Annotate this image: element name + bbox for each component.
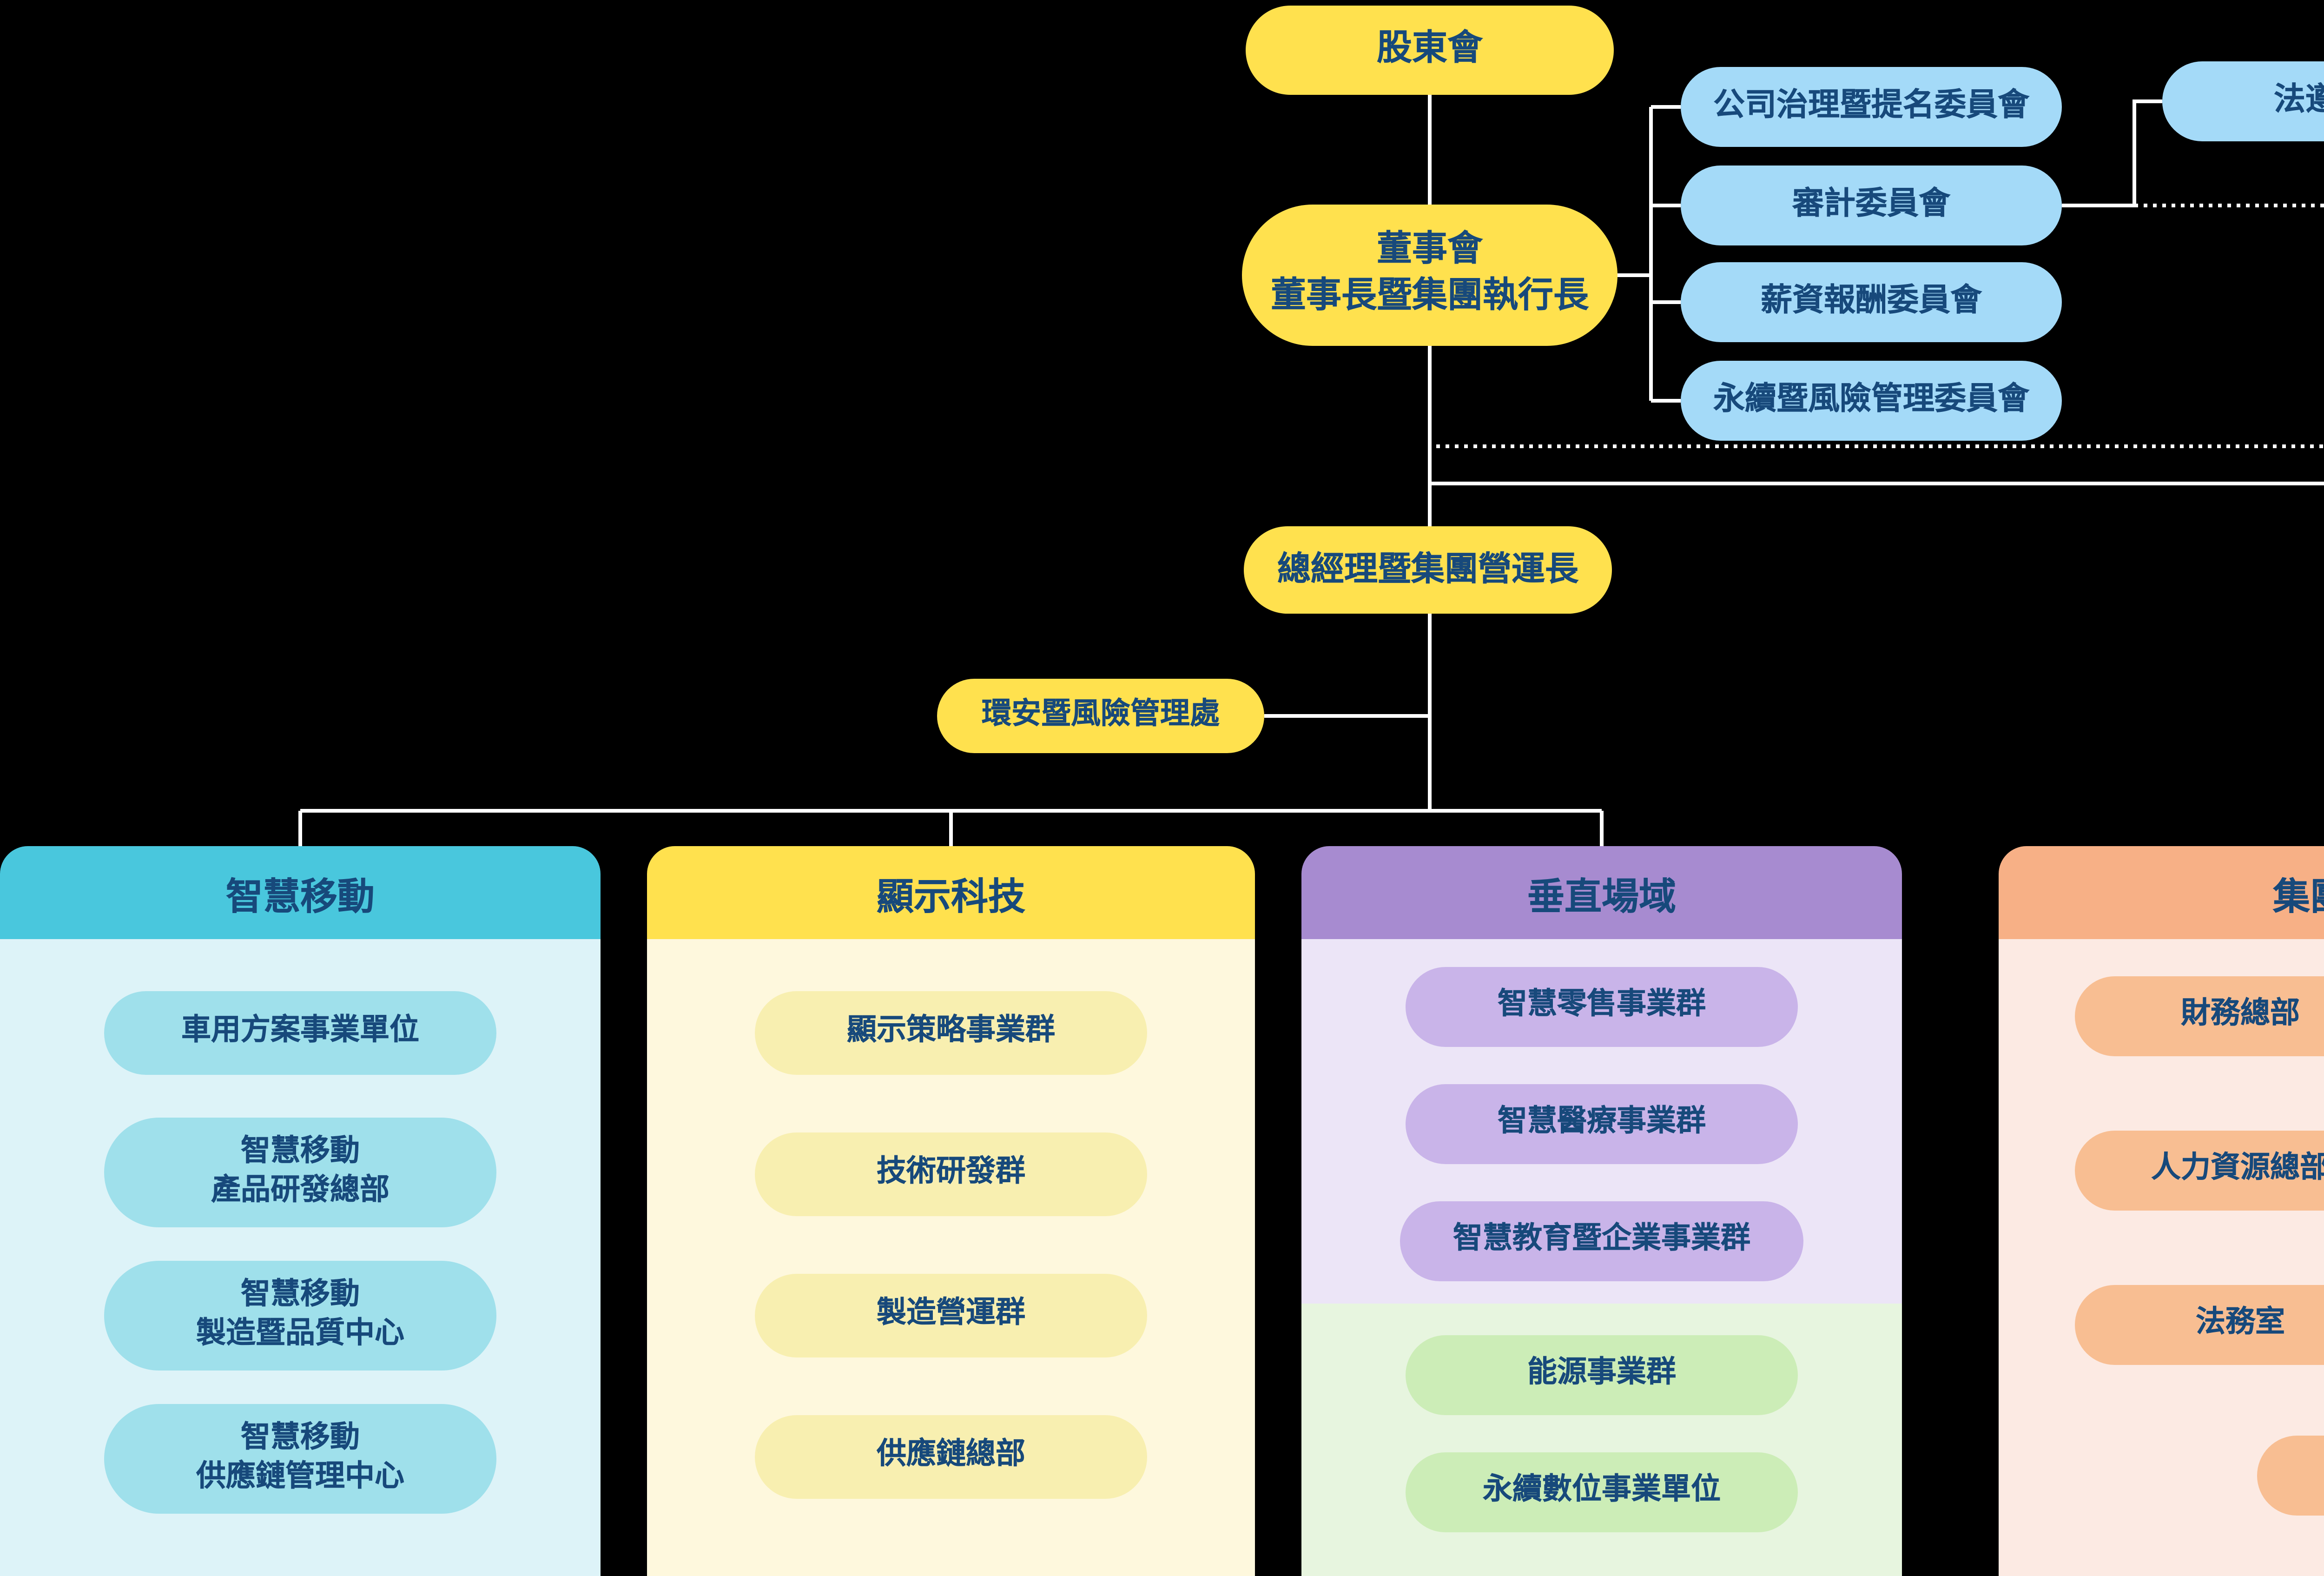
ehs-risk-office-node: 環安暨風險管理處 <box>937 679 1264 753</box>
unit-supply-chain-hq: 供應鏈總部 <box>755 1415 1147 1499</box>
chief-compliance-advisor-node: 法遵總顧問 <box>2162 61 2324 141</box>
committee-compensation: 薪資報酬委員會 <box>1681 262 2062 342</box>
shareholders-node: 股東會 <box>1246 6 1614 95</box>
committee-sustainability-risk: 永續暨風險管理委員會 <box>1681 361 2062 441</box>
unit-technology-rd: 技術研發群 <box>755 1132 1147 1216</box>
committee-governance-nomination: 公司治理暨提名委員會 <box>1681 67 2062 147</box>
committee-audit: 審計委員會 <box>1681 166 2062 245</box>
group-display-tech-header: 顯示科技 <box>647 846 1255 939</box>
unit-finance-hq: 財務總部 <box>2075 975 2324 1055</box>
unit-mobility-mfg-quality: 智慧移動 製造暨品質中心 <box>104 1261 496 1371</box>
unit-mobility-supply-chain: 智慧移動 供應鏈管理中心 <box>104 1404 496 1514</box>
unit-audit-management-office: 稽核管理處 <box>2256 1435 2324 1515</box>
unit-sustainable-digital: 永續數位事業單位 <box>1406 1452 1798 1532</box>
board-node: 董事會 董事長暨集團執行長 <box>1242 205 1618 346</box>
unit-mobility-product-rd: 智慧移動 產品研發總部 <box>104 1118 496 1227</box>
unit-human-resources-hq: 人力資源總部 <box>2075 1130 2324 1210</box>
unit-display-strategy: 顯示策略事業群 <box>755 991 1147 1075</box>
unit-smart-education-enterprise: 智慧教育暨企業事業群 <box>1400 1201 1803 1281</box>
unit-legal-office: 法務室 <box>2075 1284 2324 1364</box>
unit-smart-retail: 智慧零售事業群 <box>1406 967 1798 1047</box>
president-coo-node: 總經理暨集團營運長 <box>1244 526 1612 614</box>
unit-smart-medical: 智慧醫療事業群 <box>1406 1084 1798 1164</box>
unit-automotive-solutions: 車用方案事業單位 <box>104 991 496 1075</box>
unit-energy: 能源事業群 <box>1406 1335 1798 1415</box>
unit-manufacturing-ops: 製造營運群 <box>755 1274 1147 1357</box>
group-vertical-domain-header: 垂直場域 <box>1301 846 1902 939</box>
group-smart-mobility-header: 智慧移動 <box>0 846 601 939</box>
group-support-units-header: 集團營運支援單位 <box>1999 846 2324 939</box>
